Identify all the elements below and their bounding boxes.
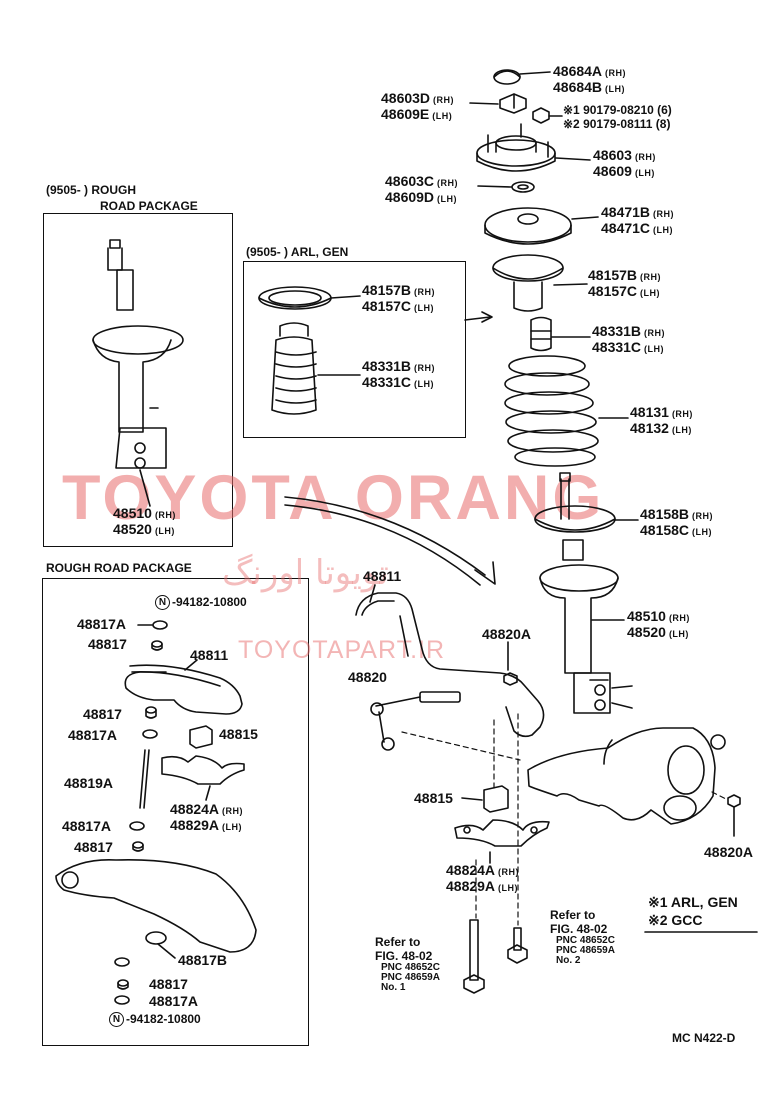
rough-road-package-box-bottom xyxy=(42,578,309,1046)
figure-code: MC N422-D xyxy=(672,1031,736,1045)
washer-48817-1 xyxy=(151,640,163,651)
bolt-no2 xyxy=(507,927,528,964)
bumper-48157-box xyxy=(258,286,332,310)
label-48510-left: 48510(RH) 48520(LH) xyxy=(113,505,176,537)
label-48510-right: 48510(RH) 48520(LH) xyxy=(627,608,690,640)
refer-note-1: Refer to FIG. 48-02 PNC 48652C PNC 48659… xyxy=(375,935,440,993)
label-48820a-right: 48820A xyxy=(704,844,754,860)
watermark-text: TOYOTA ORANG xyxy=(62,463,605,533)
label-90179: ※1 90179-08210 (6) ※2 90179-08111 (8) xyxy=(563,103,672,131)
label-48817a-4: 48817A xyxy=(149,993,199,1009)
label-48603: 48603(RH) 48609(LH) xyxy=(593,147,656,179)
dust-cap-48684 xyxy=(493,69,521,85)
label-48820-center: 48820 xyxy=(348,669,387,685)
spring-seat-48471 xyxy=(484,207,572,245)
arl-box-header: (9505- ) ARL, GEN xyxy=(246,245,349,259)
label-48817a-1: 48817A xyxy=(77,616,127,632)
rough-box-header-2: ROAD PACKAGE xyxy=(100,199,198,213)
label-48817a-2: 48817A xyxy=(68,727,118,743)
nut-48603d xyxy=(499,93,527,114)
legend-gcc: ※2 GCC xyxy=(648,912,703,928)
nut-48820a-top xyxy=(503,672,518,686)
label-48815-rough: 48815 xyxy=(219,726,258,742)
rough-bar-48811 xyxy=(124,664,243,715)
bracket-48824A-rough xyxy=(161,755,245,785)
bushing-48815 xyxy=(483,785,509,813)
label-48684: 48684A(RH) 48684B(LH) xyxy=(553,63,627,95)
washer-48817-4 xyxy=(114,957,130,967)
washer-48817A-3 xyxy=(129,821,145,831)
washer-48817-3 xyxy=(132,841,144,852)
strut-mount-48603 xyxy=(476,123,556,172)
nut-48820a-right xyxy=(727,794,741,837)
watermark-url: TOYOTAPART.IR xyxy=(238,636,446,664)
label-48811-center: 48811 xyxy=(363,568,402,584)
washer-48817A-4 xyxy=(114,995,130,1005)
label-48817-2: 48817 xyxy=(83,706,122,722)
rough-package-header: ROUGH ROAD PACKAGE xyxy=(46,561,192,575)
lower-arm xyxy=(55,858,257,953)
coil-spring-48131 xyxy=(504,355,599,467)
label-48131: 48131(RH) 48132(LH) xyxy=(630,404,693,436)
label-48817-1: 48817 xyxy=(88,636,127,652)
label-48817-4: 48817 xyxy=(149,976,188,992)
strut-rough-top xyxy=(92,239,184,469)
label-48817-3: 48817 xyxy=(74,839,113,855)
label-48817b: 48817B xyxy=(178,952,228,968)
strut-48510 xyxy=(539,539,633,714)
steering-knuckle xyxy=(527,727,726,825)
stabilizer-bar-48811 xyxy=(355,592,545,738)
bumper-48331-box xyxy=(271,322,317,415)
spring-seat-48158 xyxy=(534,472,616,533)
rough-box-header-1: (9505- ) ROUGH xyxy=(46,183,137,197)
washer-48817A-1 xyxy=(152,620,168,630)
label-48158: 48158B(RH) 48158C(LH) xyxy=(640,506,714,538)
washer-48817A-2 xyxy=(142,729,158,739)
washer-48603c xyxy=(511,181,535,193)
bracket-48824a xyxy=(454,819,550,847)
legend-arl-gen: ※1 ARL, GEN xyxy=(648,894,738,910)
label-94182-bottom: N-94182-10800 xyxy=(109,1012,201,1028)
watermark-farsi: تویوتا اورنگ xyxy=(222,553,389,593)
bumper-48157 xyxy=(492,254,564,312)
label-48331-right: 48331B(RH) 48331C(LH) xyxy=(592,323,666,355)
label-48817a-3: 48817A xyxy=(62,818,112,834)
label-48824-rough: 48824A(RH) 48829A(LH) xyxy=(170,801,244,833)
stabilizer-link-48820 xyxy=(370,691,461,751)
label-48824-center: 48824A(RH) 48829A(LH) xyxy=(446,862,520,894)
label-48157-right: 48157B(RH) 48157C(LH) xyxy=(588,267,662,299)
label-48811-rough: 48811 xyxy=(190,647,229,663)
label-48819a: 48819A xyxy=(64,775,114,791)
label-48471: 48471B(RH) 48471C(LH) xyxy=(601,204,675,236)
nut-90179 xyxy=(532,107,550,124)
label-48603c: 48603C(RH) 48609D(LH) xyxy=(385,173,459,205)
arl-gen-box xyxy=(243,261,466,438)
label-48815-center: 48815 xyxy=(414,790,453,806)
washer-48817-2 xyxy=(145,706,157,719)
label-48157-box: 48157B(RH) 48157C(LH) xyxy=(362,282,436,314)
label-94182-top: N-94182-10800 xyxy=(155,595,247,611)
washer-48817-5 xyxy=(117,979,129,990)
rough-road-package-box-top xyxy=(43,213,233,547)
label-48820a-top: 48820A xyxy=(482,626,532,642)
label-48603d: 48603D(RH) 48609E(LH) xyxy=(381,90,455,122)
link-48819A xyxy=(139,749,150,809)
label-48331-box: 48331B(RH) 48331C(LH) xyxy=(362,358,436,390)
bumper-48331 xyxy=(530,316,552,352)
bushing-48815-rough xyxy=(189,725,213,749)
bolt-no1 xyxy=(463,919,485,994)
refer-note-2: Refer to FIG. 48-02 PNC 48652C PNC 48659… xyxy=(550,908,615,966)
